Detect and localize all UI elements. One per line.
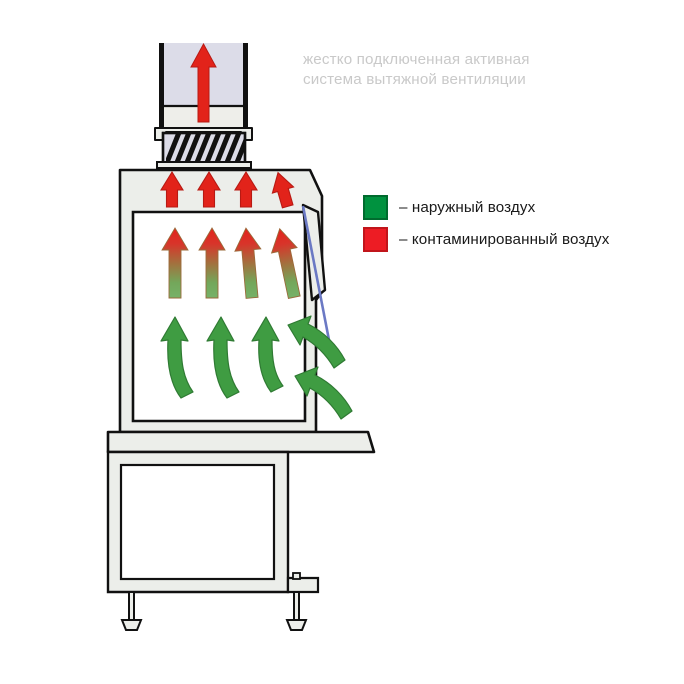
- exhaust-duct: [159, 42, 248, 128]
- support-stand: [106, 450, 320, 594]
- leveling-feet: [120, 591, 308, 631]
- exhaust-filter: [154, 127, 253, 169]
- sash-panel: [301, 203, 331, 341]
- exhaust-arrow-up: [190, 42, 217, 123]
- legend: – наружный воздух – контаминированный во…: [363, 193, 609, 257]
- sash-glass-line: [301, 205, 331, 341]
- legend-item-contaminated-air: – контаминированный воздух: [363, 225, 609, 253]
- leveling-foot: [285, 591, 308, 631]
- legend-item-outside-air: – наружный воздух: [363, 193, 609, 221]
- legend-label-contaminated-air: – контаминированный воздух: [399, 230, 610, 248]
- cabinet-body: [118, 168, 324, 434]
- exhaust-system-caption: жестко подключенная активная система выт…: [303, 51, 530, 88]
- legend-swatch-contaminated-air: [363, 226, 388, 252]
- legend-swatch-outside-air: [363, 194, 388, 220]
- plenum-red-arrows: [160, 170, 295, 209]
- chamber-gradient-arrows: [161, 227, 301, 300]
- leveling-foot: [120, 591, 143, 631]
- legend-label-outside-air: – наружный воздух: [399, 198, 536, 216]
- filter-stripes: [166, 133, 246, 161]
- chamber-green-curved-arrows: [160, 316, 284, 399]
- worktop: [106, 430, 376, 454]
- intake-green-arrows: [287, 315, 353, 420]
